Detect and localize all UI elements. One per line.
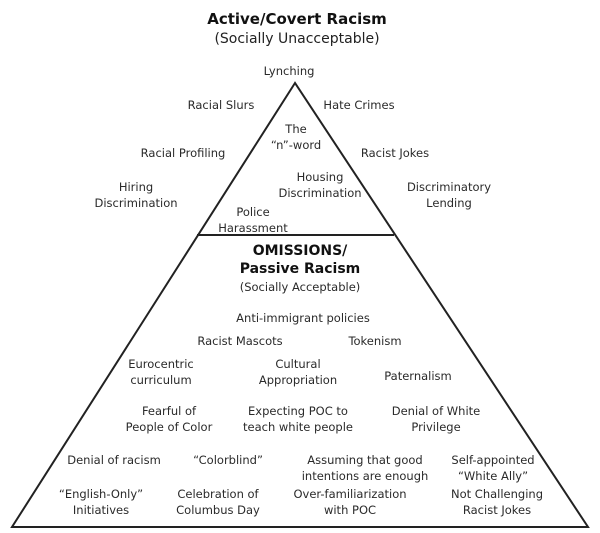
label-lynching: Lynching xyxy=(263,64,315,78)
pyramid-triangle xyxy=(10,81,590,528)
label-not-challenging-racist-jokes: Not Challenging Racist Jokes xyxy=(450,487,544,517)
label-racial-profiling: Racial Profiling xyxy=(140,146,226,160)
diagram-subtitle: (Socially Unacceptable) xyxy=(214,31,380,47)
label-english-only: “English-Only” Initiatives xyxy=(58,487,144,517)
label-cultural-appropriation: Cultural Appropriation xyxy=(258,357,338,387)
diagram-title: Active/Covert Racism xyxy=(207,10,387,28)
label-paternalism: Paternalism xyxy=(384,369,452,383)
label-expecting-poc: Expecting POC to teach white people xyxy=(242,404,354,434)
label-colorblind: “Colorblind” xyxy=(193,453,263,467)
label-n-word: The “n”-word xyxy=(270,122,322,152)
label-tokenism: Tokenism xyxy=(348,334,402,348)
section-subheading-socially-acceptable: (Socially Acceptable) xyxy=(239,280,361,294)
label-eurocentric-curriculum: Eurocentric curriculum xyxy=(128,357,194,387)
label-fearful-of-poc: Fearful of People of Color xyxy=(125,404,213,434)
label-racist-mascots: Racist Mascots xyxy=(197,334,283,348)
label-good-intentions: Assuming that good intentions are enough xyxy=(301,453,429,483)
label-racist-jokes: Racist Jokes xyxy=(360,146,430,160)
label-denial-of-white-privilege: Denial of White Privilege xyxy=(391,404,481,434)
label-housing-discrimination: Housing Discrimination xyxy=(278,170,362,200)
label-hate-crimes: Hate Crimes xyxy=(323,98,395,112)
label-denial-of-racism: Denial of racism xyxy=(67,453,161,467)
label-white-ally: Self-appointed “White Ally” xyxy=(451,453,535,483)
label-police-harassment: Police Harassment xyxy=(218,205,288,235)
label-racial-slurs: Racial Slurs xyxy=(187,98,255,112)
section-heading-omissions: OMISSIONS/ Passive Racism xyxy=(239,243,361,277)
label-over-familiarization: Over-familiarization with POC xyxy=(293,487,407,517)
label-hiring-discrimination: Hiring Discrimination xyxy=(94,180,178,210)
label-anti-immigrant-policies: Anti-immigrant policies xyxy=(236,311,370,325)
label-columbus-day: Celebration of Columbus Day xyxy=(176,487,260,517)
label-discriminatory-lending: Discriminatory Lending xyxy=(406,180,492,210)
